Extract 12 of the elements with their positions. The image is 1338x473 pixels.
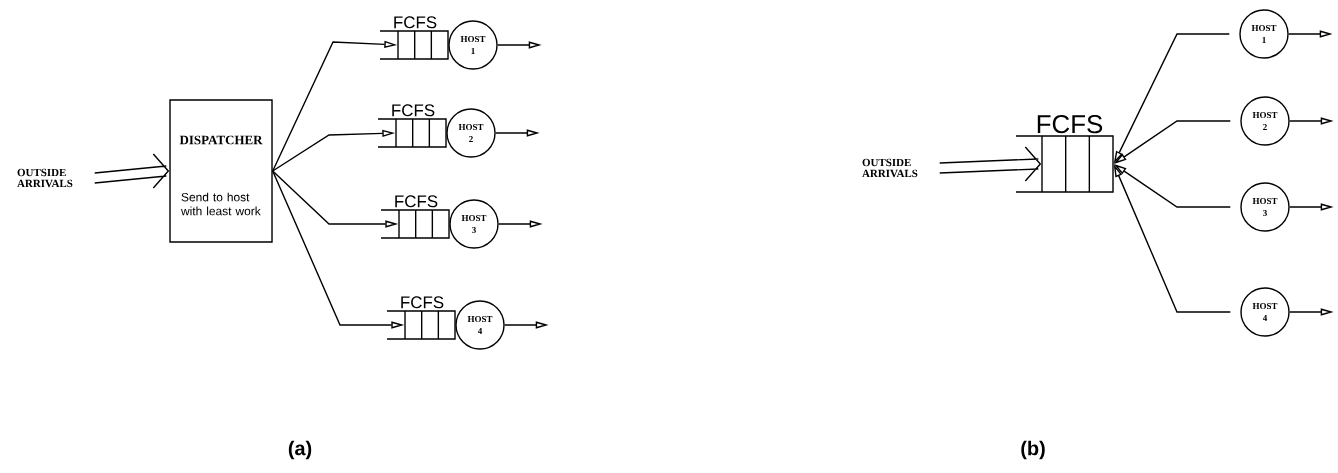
queue-label: FCFS: [395, 195, 438, 208]
node-label: OUTSIDE ARRIVALS: [862, 158, 918, 178]
queue-label: FCFS: [401, 296, 444, 309]
node-label: OUTSIDE ARRIVALS: [17, 168, 73, 188]
process-box: DISPATCHER Send to host with least work: [169, 99, 273, 243]
queue-label: FCFS: [394, 16, 437, 29]
double-arrow: [939, 146, 1042, 182]
panel-label: (a): [288, 440, 312, 460]
queue-label: FCFS: [392, 104, 435, 117]
queue-label: FCFS: [1037, 114, 1103, 134]
panel-label: (b): [1021, 440, 1045, 460]
double-arrow: [94, 153, 170, 189]
